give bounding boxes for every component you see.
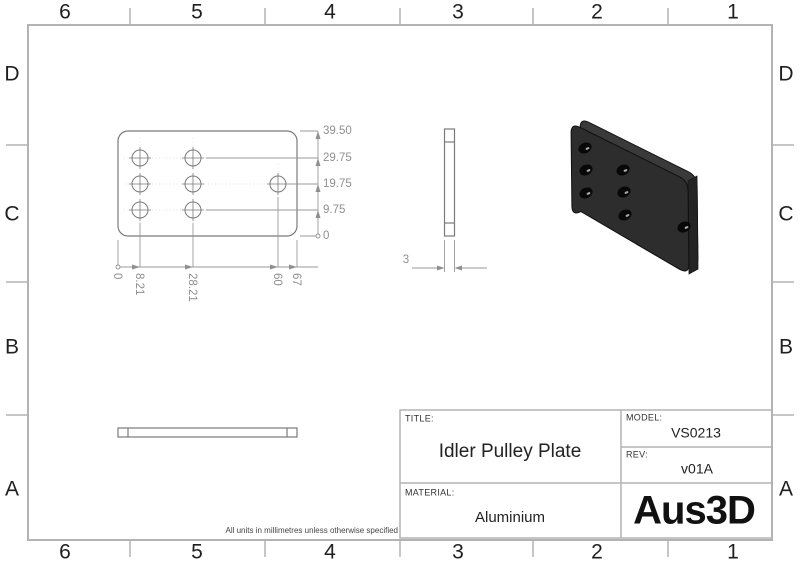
material-value: Aluminium — [475, 509, 545, 526]
side-view: 3 — [403, 128, 487, 272]
thickness-dimension: 3 — [403, 240, 487, 272]
hole-highlights — [585, 147, 689, 229]
zone-row-right: C — [778, 203, 793, 226]
iso-holes — [578, 142, 691, 233]
zone-col-top: 5 — [191, 1, 203, 24]
hole — [129, 147, 151, 169]
dim-y: 9.75 — [323, 204, 345, 216]
y-ordinate-dimensions: 39.50 29.75 19.75 9.75 0 — [206, 125, 352, 242]
zone-row-right: D — [778, 63, 793, 86]
dim-x: 67 — [290, 273, 302, 286]
sheet-frame — [6, 8, 794, 557]
units-note: All units in millimetres unless otherwis… — [225, 526, 398, 535]
title-value: Idler Pulley Plate — [439, 441, 582, 462]
dim-x: 8.21 — [133, 273, 145, 295]
dim-thickness: 3 — [403, 254, 409, 266]
brand-logo: Aus3D — [633, 489, 755, 533]
plate-outline — [117, 130, 298, 237]
dim-y: 0 — [323, 230, 329, 242]
hole — [182, 199, 204, 221]
zone-col-bottom: 2 — [591, 541, 603, 564]
rev-label: REV: — [626, 449, 648, 459]
zone-col-top: 1 — [727, 1, 739, 24]
dim-y: 19.75 — [323, 178, 352, 190]
zone-col-bottom: 6 — [59, 541, 71, 564]
zone-row-left: A — [5, 478, 19, 501]
bottom-view-outline — [117, 427, 298, 438]
hole — [129, 199, 151, 221]
zone-row-left: C — [4, 203, 19, 226]
title-block: TITLE: Idler Pulley Plate MATERIAL: Alum… — [399, 409, 773, 539]
hole — [129, 173, 151, 195]
front-view-holes — [129, 147, 289, 221]
zone-col-top: 3 — [452, 1, 464, 24]
side-view-outline — [443, 128, 456, 237]
zone-row-right: A — [779, 478, 793, 501]
hole — [267, 173, 289, 195]
dim-y: 39.50 — [323, 125, 352, 137]
model-value: VS0213 — [671, 425, 721, 441]
hole — [182, 147, 204, 169]
dim-x: 60 — [271, 273, 283, 286]
rev-value: v01A — [681, 461, 714, 477]
zone-ticks — [6, 8, 794, 557]
dim-x: 0 — [111, 273, 123, 279]
zone-row-left: B — [5, 336, 19, 359]
iso-front-face — [570, 125, 690, 272]
zone-row-right: B — [779, 336, 793, 359]
zone-col-bottom: 4 — [324, 541, 336, 564]
centerlines — [124, 138, 292, 228]
material-label: MATERIAL: — [405, 487, 455, 497]
zone-col-top: 6 — [59, 1, 71, 24]
dim-y: 29.75 — [323, 152, 352, 164]
model-label: MODEL: — [626, 412, 662, 422]
zone-col-top: 2 — [591, 1, 603, 24]
zone-labels: 6 5 4 3 2 1 6 5 4 3 2 1 D C B A D C B A — [4, 1, 793, 564]
dim-x: 28.21 — [186, 273, 198, 302]
zone-col-bottom: 1 — [727, 541, 739, 564]
zone-col-top: 4 — [324, 1, 336, 24]
title-block-border — [399, 409, 773, 539]
zone-col-bottom: 3 — [452, 541, 464, 564]
front-view: 39.50 29.75 19.75 9.75 0 0 8.21 28.21 60… — [111, 125, 352, 302]
isometric-view — [570, 120, 699, 275]
bottom-view — [117, 427, 298, 438]
zone-row-left: D — [4, 63, 19, 86]
title-label: TITLE: — [405, 413, 434, 423]
x-ordinate-dimensions: 0 8.21 28.21 60 67 — [111, 197, 318, 302]
hole — [182, 173, 204, 195]
zone-col-bottom: 5 — [191, 541, 203, 564]
